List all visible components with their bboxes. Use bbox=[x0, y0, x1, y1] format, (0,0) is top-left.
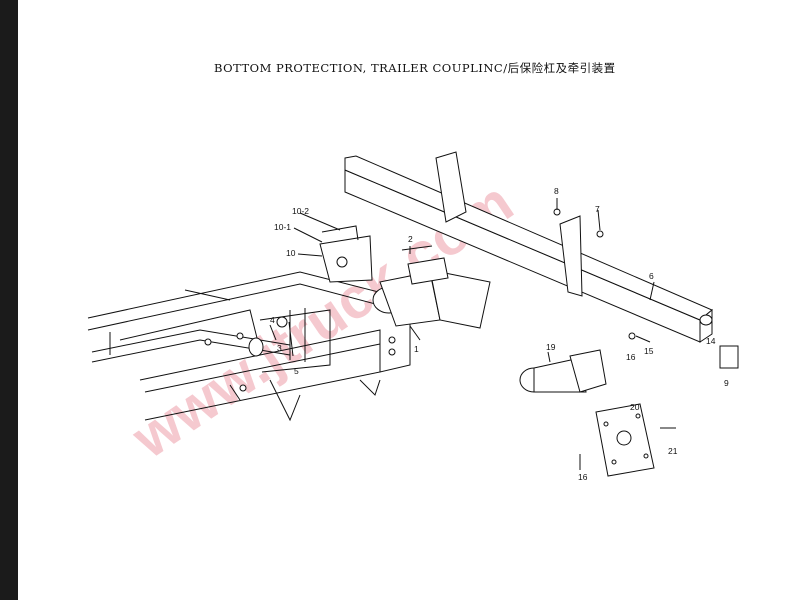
label-10-1: 10-1 bbox=[274, 222, 291, 232]
diagram-title: BOTTOM PROTECTION, TRAILER COUPLINC/后保险杠… bbox=[214, 61, 616, 75]
label-14: 14 bbox=[706, 336, 716, 346]
label-4: 4 bbox=[270, 315, 275, 325]
label-10: 10 bbox=[286, 248, 296, 258]
label-3: 3 bbox=[277, 343, 282, 353]
label-15: 15 bbox=[644, 346, 654, 356]
label-6: 6 bbox=[649, 271, 654, 281]
label-2: 2 bbox=[408, 234, 413, 244]
label-5: 5 bbox=[294, 366, 299, 376]
mounting-plate-20 bbox=[579, 403, 676, 477]
label-10-2: 10-2 bbox=[292, 206, 309, 216]
scan-border bbox=[0, 0, 18, 600]
rear-bumper-beam-6 bbox=[344, 151, 713, 343]
trailer-coupling-1 bbox=[372, 257, 491, 341]
coupling-plate-10 bbox=[293, 212, 373, 283]
label-9: 9 bbox=[724, 378, 729, 388]
bolt-parts-3-4-5 bbox=[248, 316, 294, 357]
label-8: 8 bbox=[554, 186, 559, 196]
coupling-head-19 bbox=[519, 349, 607, 393]
small-hardware bbox=[553, 198, 739, 369]
label-16-upper: 16 bbox=[626, 352, 636, 362]
label-21: 21 bbox=[668, 446, 678, 456]
label-7: 7 bbox=[595, 204, 600, 214]
label-20: 20 bbox=[630, 402, 640, 412]
label-19: 19 bbox=[546, 342, 556, 352]
label-16-lower: 16 bbox=[578, 472, 588, 482]
bolt-2 bbox=[401, 245, 433, 254]
label-1: 1 bbox=[414, 344, 419, 354]
